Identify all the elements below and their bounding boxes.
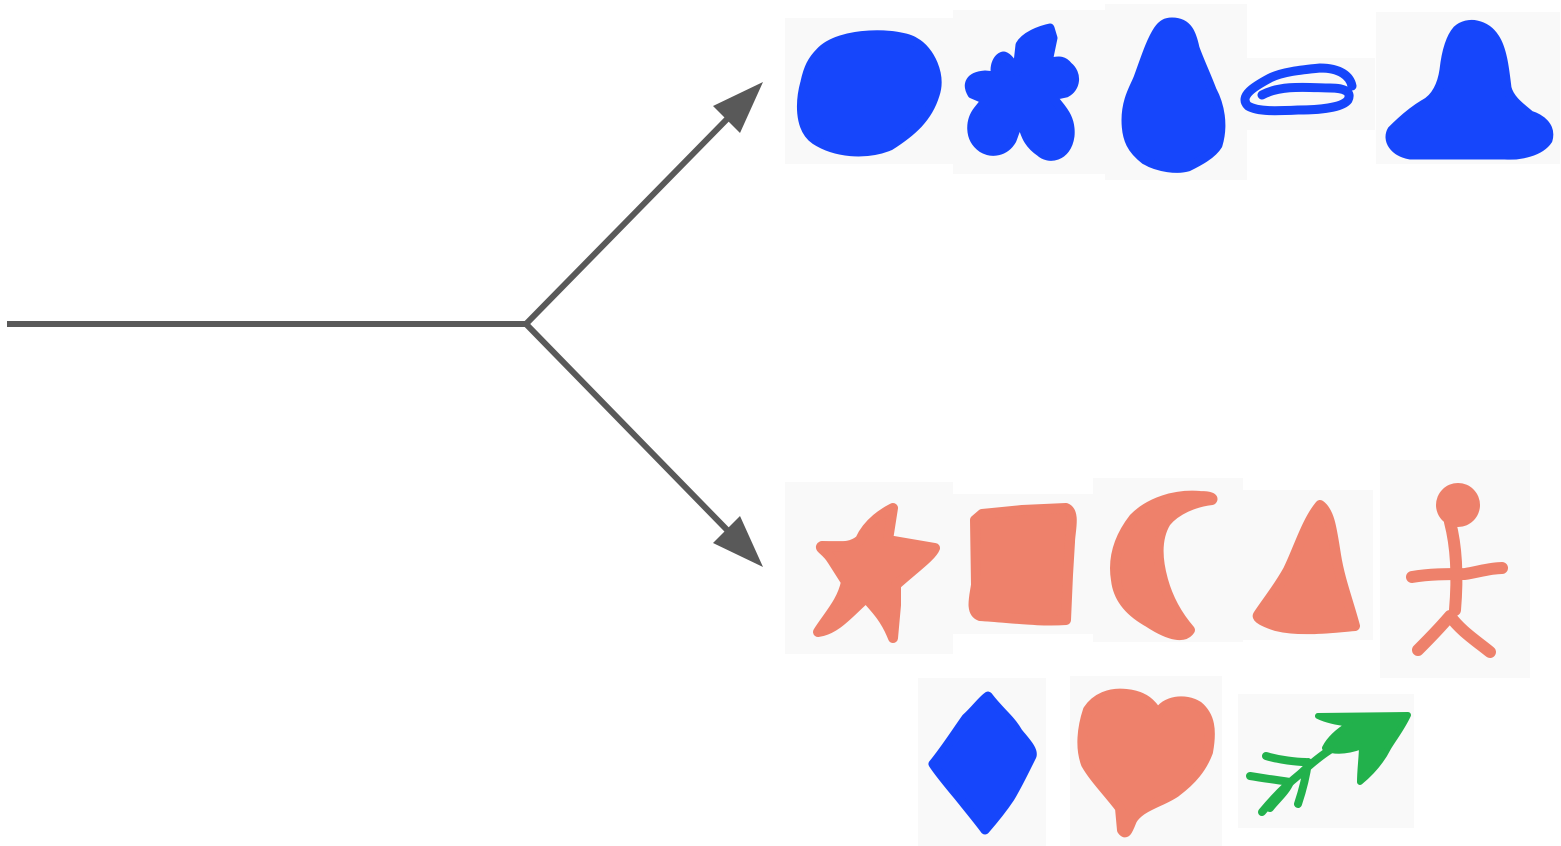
green-arrow-head [1315, 712, 1411, 785]
connector [7, 82, 763, 567]
blue-circle-shape [785, 18, 953, 164]
salmon-crescent-shape [1093, 478, 1243, 642]
blue-diamond-shape [918, 678, 1046, 846]
salmon-star-shape [785, 482, 953, 654]
lower-arrow-line [523, 321, 736, 539]
lower-arrow-head [713, 516, 763, 567]
salmon-triangle-shape [1243, 490, 1373, 640]
upper-arrow-head [713, 82, 763, 133]
salmon-square-shape [953, 494, 1095, 634]
blue-flower-shape [953, 10, 1105, 174]
lower-shape-group [785, 460, 1530, 678]
stick-figure-legs [1412, 610, 1496, 658]
upper-arrow-line [523, 110, 736, 327]
blue-pear-shape [1105, 4, 1247, 180]
stick-figure-body [1444, 516, 1463, 616]
salmon-heart-shape [1070, 676, 1222, 846]
blue-bell-shape [1376, 12, 1560, 164]
upper-shape-group [785, 4, 1560, 180]
stick-figure-arms [1406, 562, 1508, 583]
blue-oval-shape [1240, 58, 1375, 130]
extra-shape-group [918, 676, 1414, 846]
salmon-stick-figure-shape [1380, 460, 1530, 678]
green-arrow-shape [1238, 694, 1414, 828]
stick-figure-head [1436, 483, 1480, 527]
green-arrow-fletching [1246, 752, 1312, 812]
